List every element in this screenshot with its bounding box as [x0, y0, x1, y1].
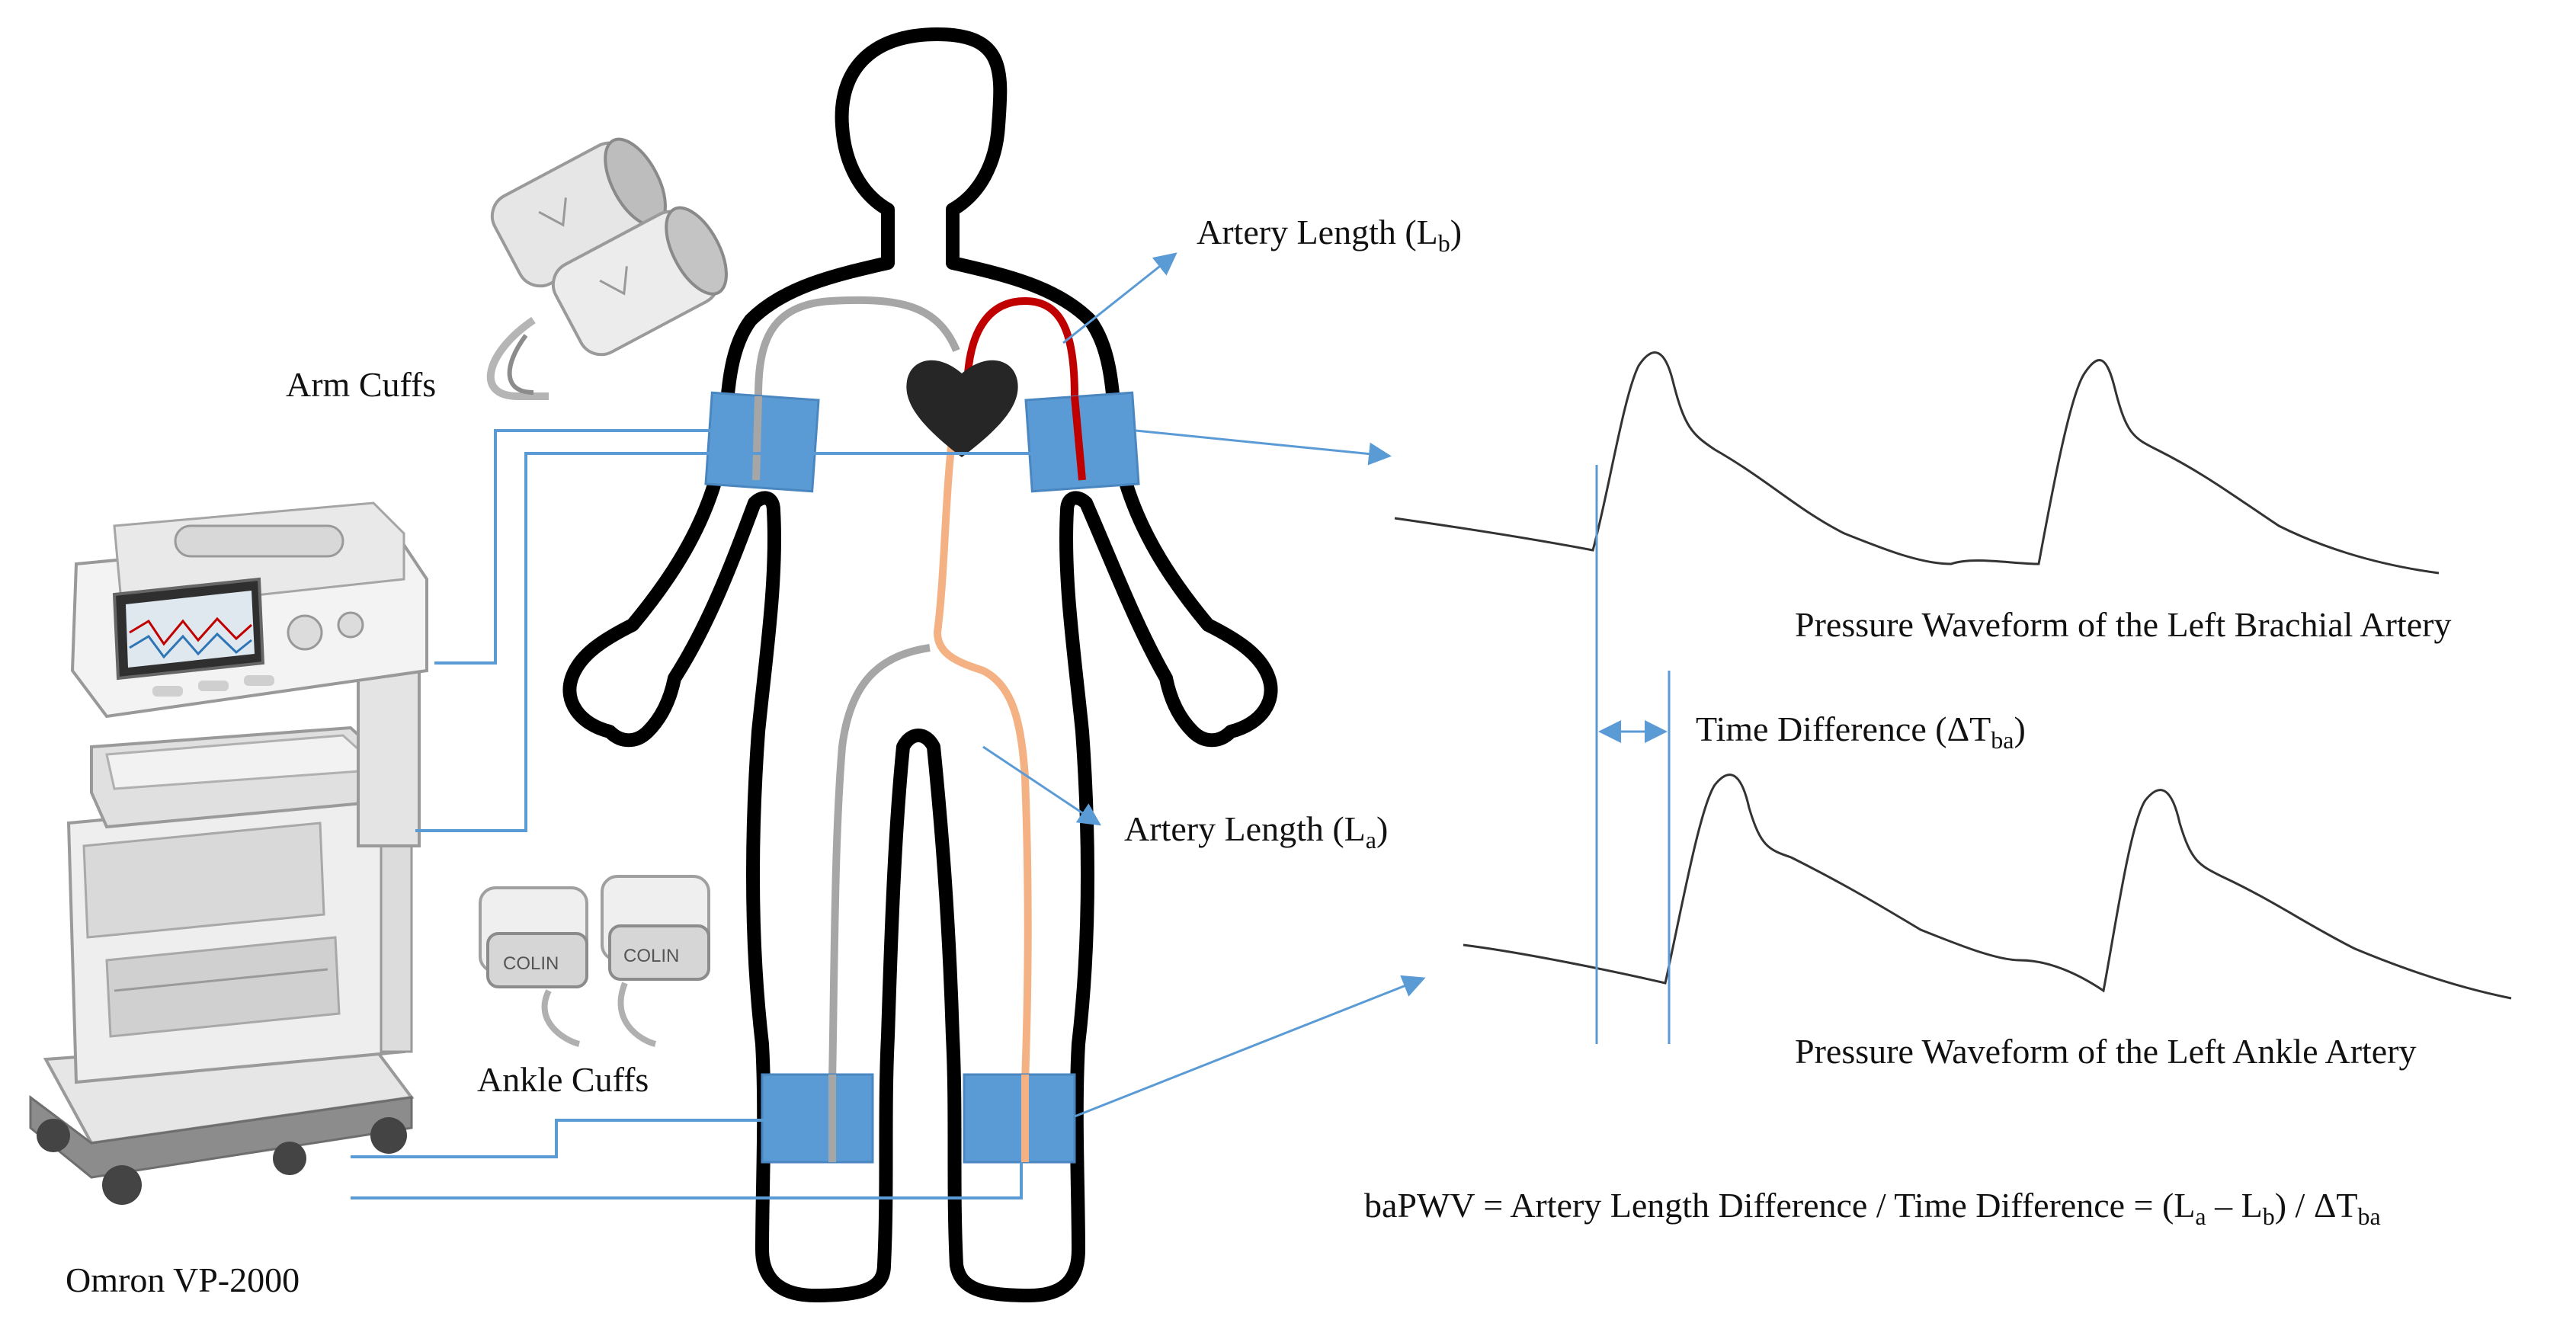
ankle-cuff-brand-1: COLIN	[503, 953, 559, 974]
artery-length-a-label: Artery Length (La)	[1124, 809, 1388, 854]
arm-cuffs-label: Arm Cuffs	[286, 365, 436, 404]
ankle-waveform-label: Pressure Waveform of the Left Ankle Arte…	[1795, 1032, 2417, 1071]
device-illustration	[29, 501, 428, 1205]
ankle-cuff-brand-2: COLIN	[623, 946, 679, 966]
device-label: Omron VP-2000	[66, 1260, 300, 1299]
right-ankle-cuff	[761, 1073, 874, 1164]
artery-right-arm-gray	[752, 296, 960, 481]
brachial-waveform-label: Pressure Waveform of the Left Brachial A…	[1795, 605, 2451, 644]
artery-length-b-label: Artery Length (Lb)	[1197, 213, 1462, 257]
time-difference-label: Time Difference (ΔTba)	[1696, 709, 2026, 754]
cuff-tubes	[351, 429, 1033, 1199]
brachial-waveform	[1394, 351, 2440, 575]
ankle-waveform	[1463, 774, 2512, 1000]
body-outline	[562, 27, 1278, 1302]
artery-left-arm-red	[964, 296, 1086, 481]
heart-icon	[906, 360, 1018, 457]
bapwv-formula: baPWV = Artery Length Difference / Time …	[1364, 1186, 2381, 1230]
arm-cuffs-illustration	[486, 137, 728, 400]
artery-aorta-orange	[933, 434, 1032, 1158]
annotation-arrows	[982, 252, 1426, 1118]
left-ankle-cuff	[963, 1073, 1076, 1164]
artery-right-leg-gray	[828, 644, 931, 1158]
ankle-cuffs-label: Ankle Cuffs	[477, 1060, 649, 1099]
ankle-cuffs-illustration: COLIN COLIN	[479, 875, 710, 1047]
right-arm-cuff	[704, 391, 820, 493]
